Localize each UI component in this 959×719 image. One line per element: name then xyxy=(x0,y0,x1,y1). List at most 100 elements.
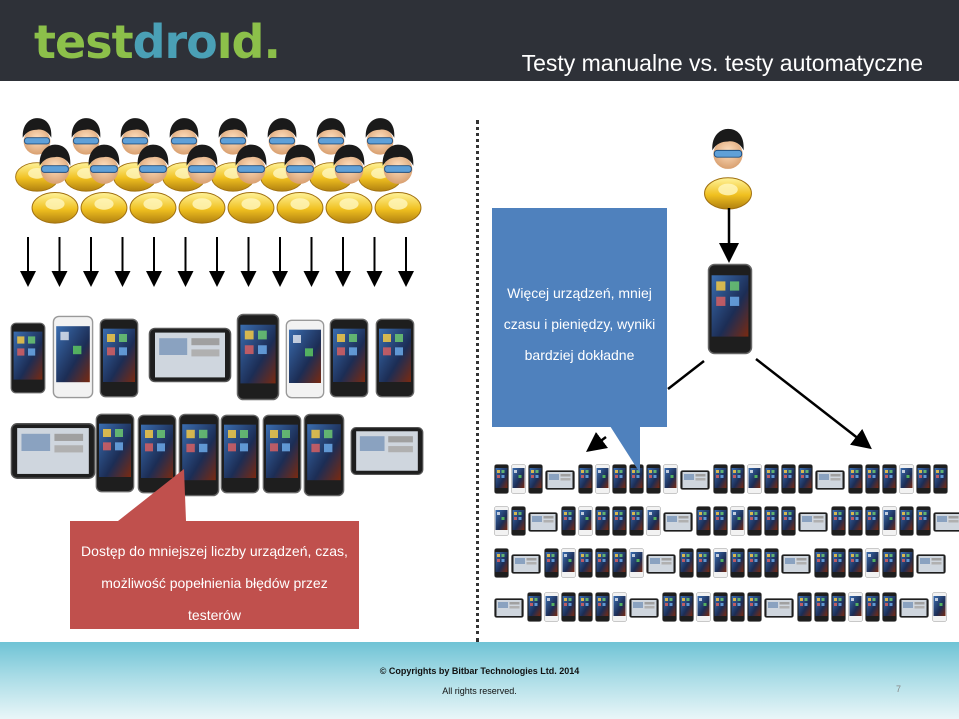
smartphone-icon xyxy=(329,318,369,398)
automation-host-phone-icon xyxy=(707,263,753,355)
logo-text-dro: dro xyxy=(132,15,218,69)
footer-bar: © Copyrights by Bitbar Technologies Ltd.… xyxy=(0,642,959,719)
smartphone-icon xyxy=(527,592,542,622)
automated-callout: Więcej urządzeń, mniej czasu i pieniędzy… xyxy=(492,208,667,427)
smartphone-icon xyxy=(679,592,694,622)
automated-device-farm xyxy=(494,464,959,622)
smartphone-icon xyxy=(612,548,627,578)
smartphone-icon xyxy=(933,464,948,494)
smartphone-icon xyxy=(595,464,610,494)
smartphone-icon xyxy=(375,318,415,398)
tablet-icon xyxy=(933,512,959,532)
smartphone-icon xyxy=(713,592,728,622)
logo-text-test: test xyxy=(34,15,134,69)
smartphone-icon xyxy=(831,548,846,578)
smartphone-icon xyxy=(713,506,728,536)
smartphone-icon xyxy=(696,548,711,578)
tester-arrows xyxy=(20,237,414,287)
smartphone-icon xyxy=(882,464,897,494)
rights-text: All rights reserved. xyxy=(442,686,517,696)
smartphone-icon xyxy=(561,592,576,622)
smartphone-icon xyxy=(646,464,661,494)
smartphone-icon xyxy=(595,548,610,578)
smartphone-icon xyxy=(303,413,345,497)
smartphone-icon xyxy=(662,592,677,622)
smartphone-icon xyxy=(561,548,576,578)
tablet-icon xyxy=(545,470,575,490)
smartphone-icon xyxy=(494,464,509,494)
smartphone-icon xyxy=(747,548,762,578)
smartphone-icon xyxy=(612,464,627,494)
smartphone-icon xyxy=(52,315,94,399)
smartphone-icon xyxy=(544,592,559,622)
smartphone-icon xyxy=(747,592,762,622)
smartphone-icon xyxy=(220,414,260,494)
smartphone-icon xyxy=(764,464,779,494)
smartphone-icon xyxy=(831,506,846,536)
smartphone-icon xyxy=(578,506,593,536)
logo-text-id: ıd. xyxy=(216,15,281,69)
smartphone-icon xyxy=(781,506,796,536)
tablet-icon xyxy=(764,598,794,618)
manual-callout: Dostęp do mniejszej liczby urządzeń, cza… xyxy=(70,521,359,629)
smartphone-icon xyxy=(10,322,46,394)
smartphone-icon xyxy=(865,506,880,536)
smartphone-icon xyxy=(262,414,302,494)
copyright-text: © Copyrights by Bitbar Technologies Ltd.… xyxy=(379,666,580,676)
single-tester-icon xyxy=(704,128,752,210)
smartphone-icon xyxy=(578,464,593,494)
page-number: 7 xyxy=(896,684,902,694)
smartphone-icon xyxy=(629,506,644,536)
tablet-icon xyxy=(148,327,232,383)
smartphone-icon xyxy=(696,592,711,622)
header-bar: testdroıd. Testy manualne vs. testy auto… xyxy=(0,0,959,81)
smartphone-icon xyxy=(865,592,880,622)
smartphone-icon xyxy=(612,592,627,622)
smartphone-icon xyxy=(178,413,220,497)
smartphone-icon xyxy=(848,464,863,494)
arrow-down-left-head xyxy=(586,432,608,452)
tablet-icon xyxy=(663,512,693,532)
tablet-icon xyxy=(815,470,845,490)
tablet-icon xyxy=(916,554,946,574)
tablet-icon xyxy=(528,512,558,532)
smartphone-icon xyxy=(865,548,880,578)
tablet-icon xyxy=(680,470,710,490)
smartphone-icon xyxy=(899,506,914,536)
illustration-stage xyxy=(10,117,959,622)
slide-title: Testy manualne vs. testy automatyczne xyxy=(521,50,923,76)
manual-callout-line3: testerów xyxy=(188,607,241,623)
smartphone-icon xyxy=(932,592,947,622)
testdroid-logo: testdroıd. xyxy=(34,15,281,69)
smartphone-icon xyxy=(236,313,280,401)
smartphone-icon xyxy=(764,548,779,578)
automated-callout-line1: Więcej urządzeń, mniej xyxy=(507,285,652,301)
tablet-icon xyxy=(350,426,424,476)
smartphone-icon xyxy=(285,319,325,399)
smartphone-icon xyxy=(781,464,796,494)
tablet-icon xyxy=(494,598,524,618)
smartphone-icon xyxy=(882,592,897,622)
arrow-down-right xyxy=(755,358,872,450)
tablet-icon xyxy=(798,512,828,532)
smartphone-icon xyxy=(561,506,576,536)
smartphone-icon xyxy=(814,548,829,578)
smartphone-icon xyxy=(730,506,745,536)
smartphone-icon xyxy=(764,506,779,536)
smartphone-icon xyxy=(730,592,745,622)
tablet-icon xyxy=(511,554,541,574)
smartphone-icon xyxy=(916,506,931,536)
manual-callout-line1: Dostęp do mniejszej liczby urządzeń, cza… xyxy=(81,543,348,559)
smartphone-icon xyxy=(528,464,543,494)
smartphone-icon xyxy=(848,506,863,536)
smartphone-icon xyxy=(831,592,846,622)
smartphone-icon xyxy=(798,464,813,494)
smartphone-icon xyxy=(629,548,644,578)
smartphone-icon xyxy=(95,413,135,493)
smartphone-icon xyxy=(916,464,931,494)
smartphone-icon xyxy=(797,592,812,622)
smartphone-icon xyxy=(511,464,526,494)
smartphone-icon xyxy=(663,464,678,494)
smartphone-icon xyxy=(629,464,644,494)
smartphone-icon xyxy=(713,548,728,578)
